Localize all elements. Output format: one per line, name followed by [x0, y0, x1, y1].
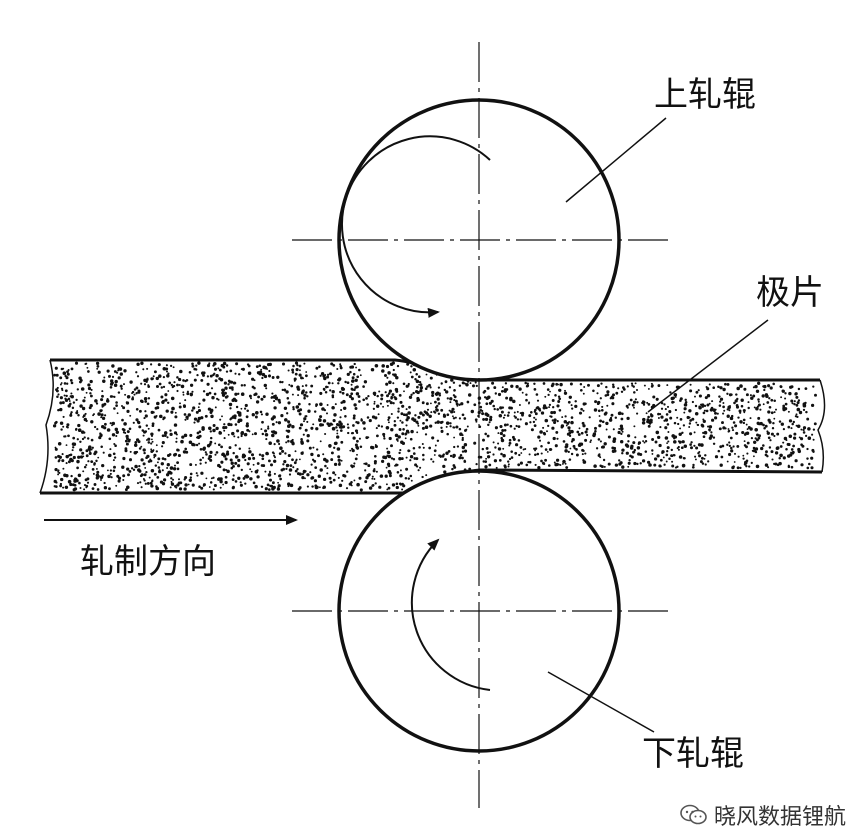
watermark-text: 晓风数据锂航 — [714, 805, 847, 830]
electrode-sheet-label: 极片 — [756, 273, 824, 313]
sheet-right-break — [817, 379, 826, 473]
wechat-icon — [680, 804, 707, 825]
electrode-sheet — [39, 358, 826, 495]
electrode-sheet-leader-line — [647, 319, 769, 413]
lower-roll-leader-line — [547, 671, 655, 733]
upper-roll-label: 上轧辊 — [654, 75, 756, 115]
upper-roll-rotation-arrow — [341, 135, 491, 318]
rolling-direction-label: 轧制方向 — [80, 542, 216, 582]
sheet-particles — [52, 361, 817, 492]
watermark: 晓风数据锂航 — [680, 802, 847, 830]
lower-roll-label: 下轧辊 — [642, 734, 744, 774]
lower-roll-rotation-arrow — [410, 538, 491, 691]
upper-roll-leader-line — [565, 117, 667, 203]
upper-roll — [292, 98, 668, 382]
lower-roll — [292, 469, 668, 753]
sheet-left-break — [39, 359, 54, 494]
